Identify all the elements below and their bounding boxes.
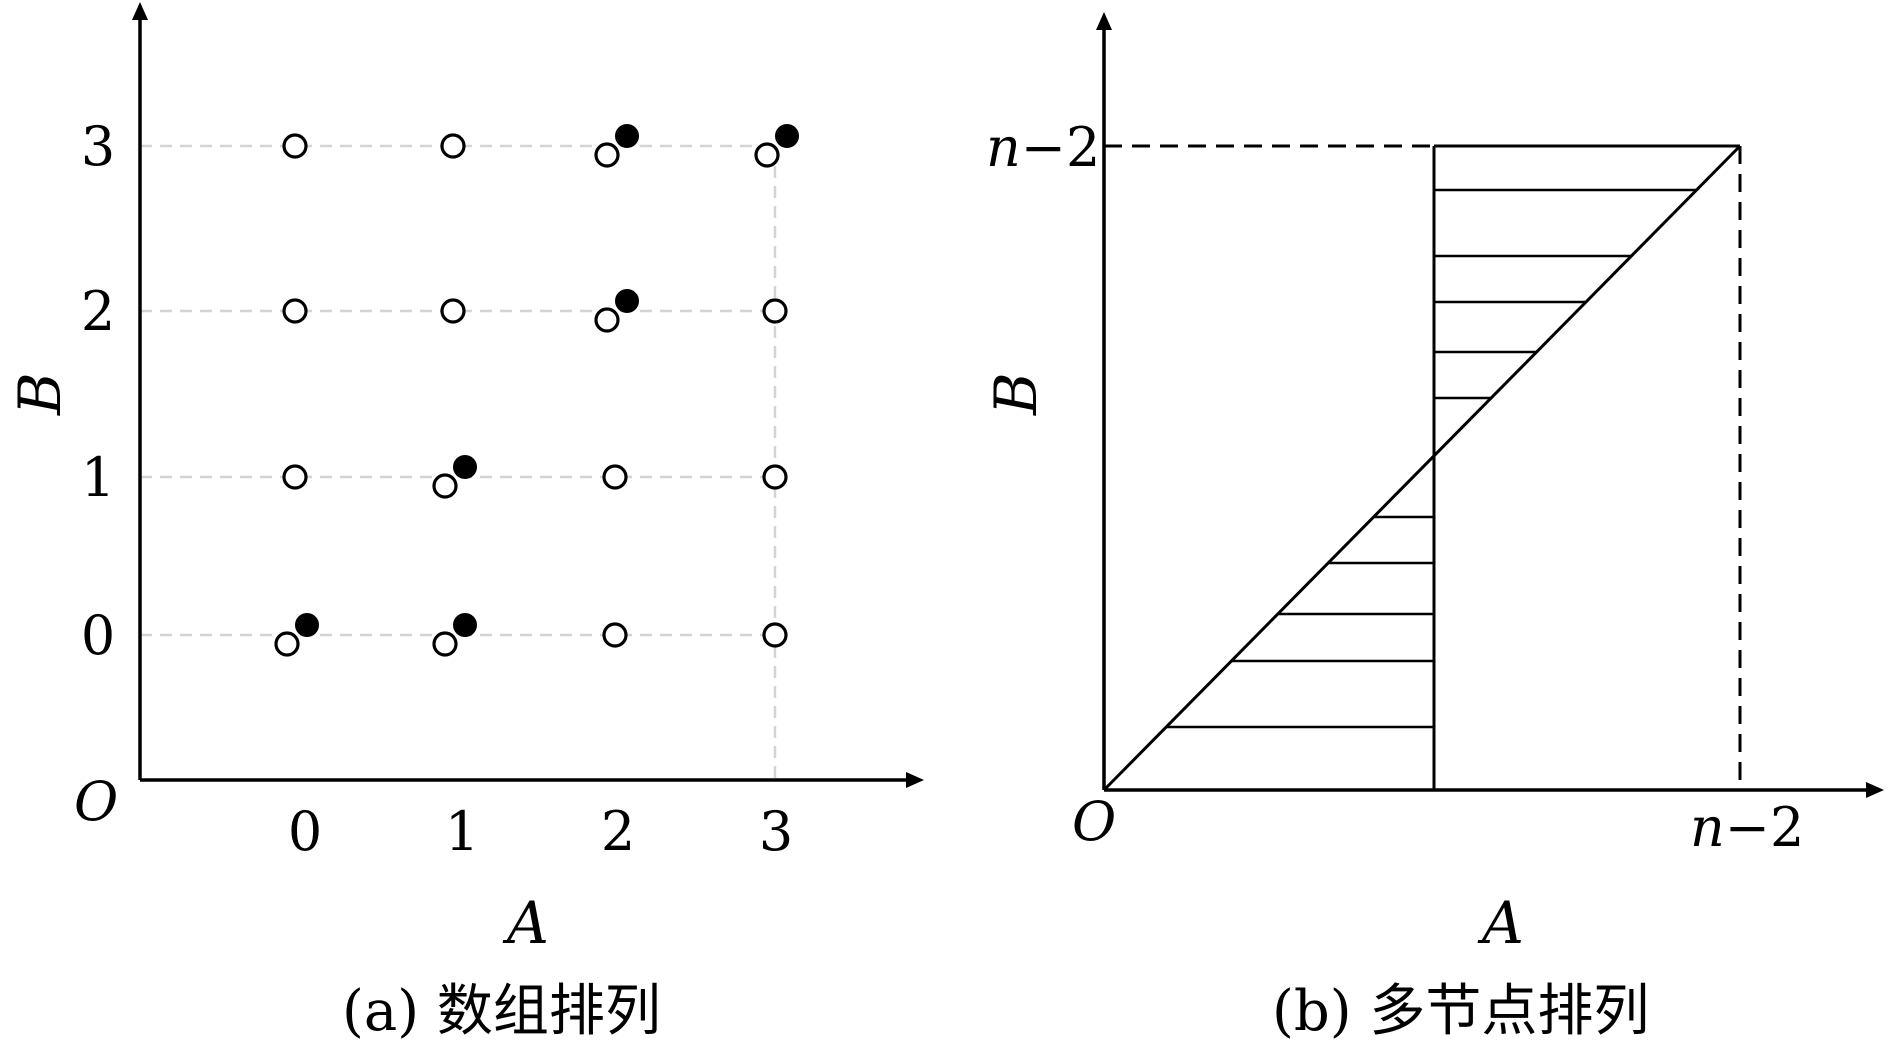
panel-a-open-point-0-0 (274, 631, 300, 657)
panel-a-open-point-0-1 (282, 464, 308, 490)
panel-a-filled-point-2-3 (615, 124, 639, 148)
panel-b-y-max-label-n: n (986, 116, 1021, 179)
panel-b-y-axis-arrow (1096, 12, 1112, 30)
panel-a-open-point-2-2 (594, 307, 620, 333)
panel-a-x-axis-arrow (906, 772, 924, 788)
panel-a-points (274, 124, 799, 657)
panel-a-y-ticks: 0 1 2 3 (81, 115, 115, 667)
panel-a-array-arrangement: 0 1 2 3 0 1 2 3 O A B (a) 数组排列 (6, 2, 924, 1044)
panel-a-open-point-2-3 (594, 142, 620, 168)
panel-a-open-point-2-1 (602, 464, 628, 490)
panel-b-origin-label: O (1072, 790, 1116, 853)
panel-a-open-point-2-0 (602, 622, 628, 648)
panel-a-x-tick-3: 3 (759, 800, 793, 863)
panel-b-multi-node-arrangement: O n−2 n−2 A B (b) 多节点排列 (982, 12, 1884, 1044)
panel-b-x-axis-label: A (1477, 889, 1524, 957)
panel-a-open-point-1-1 (432, 473, 458, 499)
panel-b-x-max-label-rest: −2 (1725, 796, 1805, 859)
panel-a-filled-point-1-0 (453, 613, 477, 637)
panel-b-x-axis-arrow (1866, 782, 1884, 798)
panel-a-y-axis-arrow (132, 2, 148, 20)
panel-a-y-tick-2: 2 (81, 280, 115, 343)
panel-a-filled-point-3-3 (775, 124, 799, 148)
panel-a-open-point-3-0 (762, 622, 788, 648)
panel-a-open-point-1-3 (440, 133, 466, 159)
panel-b-y-axis-label: B (982, 372, 1050, 416)
panel-a-y-tick-1: 1 (81, 446, 115, 509)
panel-a-x-ticks: 0 1 2 3 (288, 800, 793, 863)
panel-a-open-point-1-2 (440, 298, 466, 324)
panel-a-open-point-0-2 (282, 298, 308, 324)
panel-a-open-point-3-2 (762, 298, 788, 324)
panel-a-y-tick-3: 3 (81, 115, 115, 178)
panel-a-x-axis-label: A (502, 889, 549, 957)
panel-a-y-tick-0: 0 (81, 604, 115, 667)
panel-b-hatching (1166, 188, 1697, 729)
panel-b-diagonal (1102, 144, 1742, 792)
panel-a-open-point-0-3 (282, 133, 308, 159)
panel-a-filled-point-0-0 (295, 613, 319, 637)
panel-a-open-point-3-1 (762, 464, 788, 490)
panel-a-x-tick-1: 1 (445, 800, 479, 863)
panel-b-caption: (b) 多节点排列 (1272, 979, 1649, 1044)
panel-a-filled-point-1-1 (453, 455, 477, 479)
panel-b-x-max-label: n−2 (1690, 796, 1804, 859)
panel-a-open-point-3-3 (754, 142, 780, 168)
panel-a-caption: (a) 数组排列 (342, 979, 661, 1044)
panel-a-grid (140, 144, 777, 780)
panel-b-y-max-label: n−2 (986, 116, 1100, 179)
panel-a-x-tick-0: 0 (288, 800, 322, 863)
panel-b-x-max-label-n: n (1690, 796, 1725, 859)
panel-a-origin-label: O (74, 770, 118, 833)
panel-b-y-max-label-rest: −2 (1021, 116, 1101, 179)
panel-a-filled-point-2-2 (615, 289, 639, 313)
panel-a-open-point-1-0 (432, 631, 458, 657)
panel-a-x-tick-2: 2 (601, 800, 635, 863)
panel-a-y-axis-label: B (6, 372, 74, 416)
